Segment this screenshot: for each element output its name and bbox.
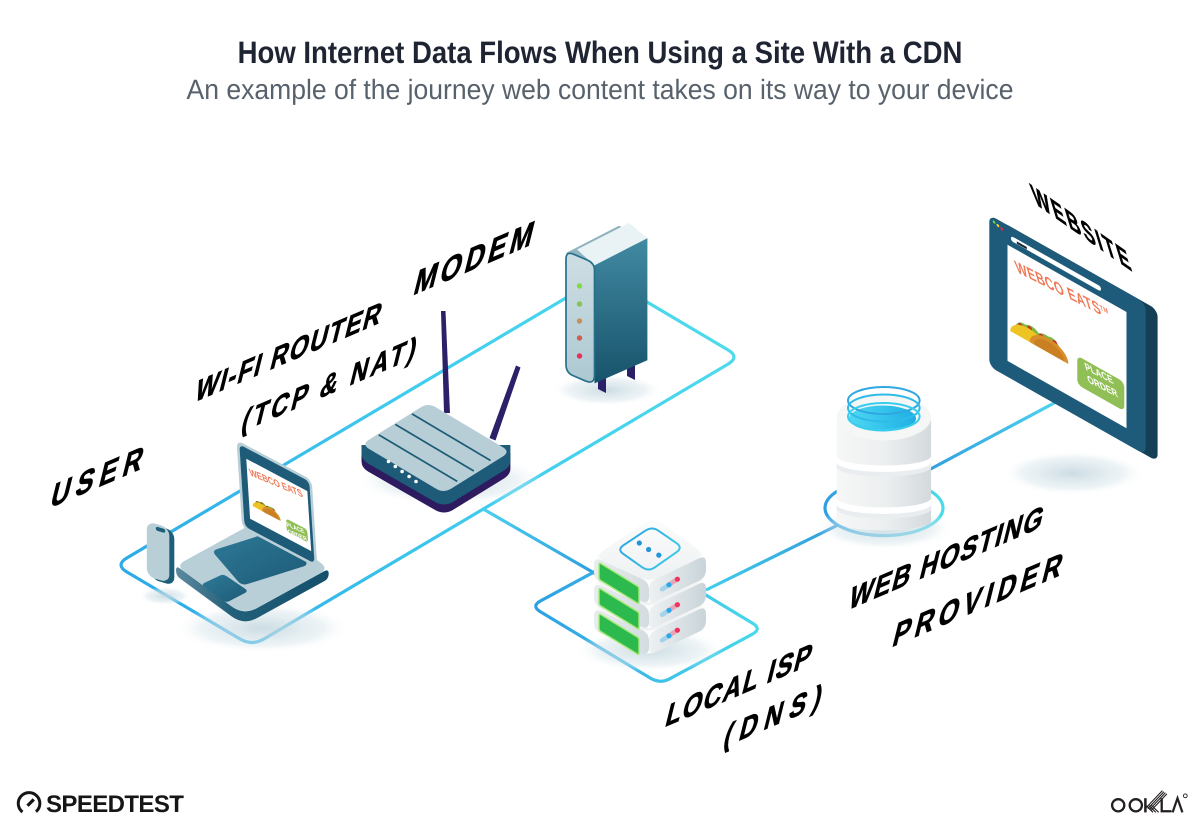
svg-text:USER: USER bbox=[47, 435, 154, 516]
svg-text:SPEEDTEST: SPEEDTEST bbox=[46, 791, 184, 818]
svg-text:MODEM: MODEM bbox=[410, 211, 542, 303]
